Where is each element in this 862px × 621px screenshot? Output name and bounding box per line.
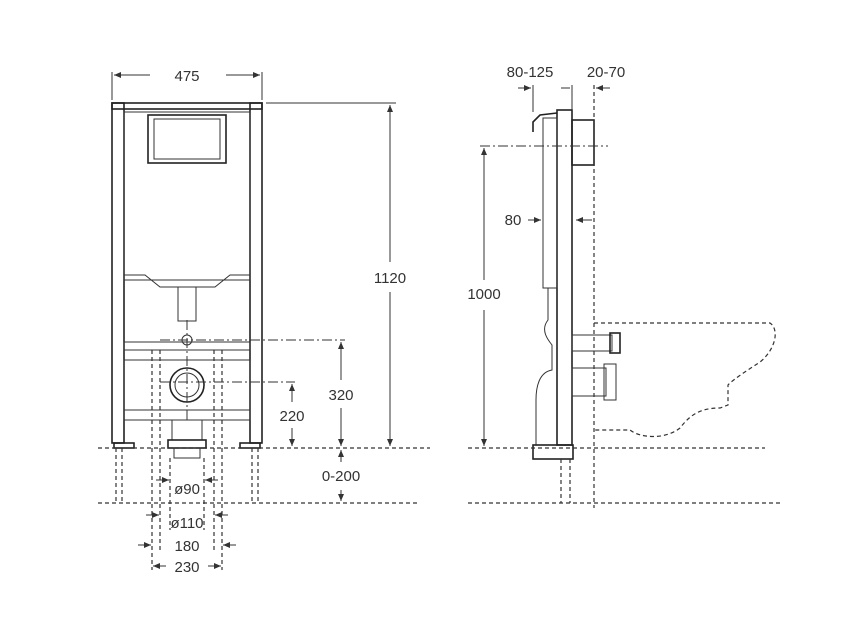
front-view: 475 1120 320 220 0-200 ø90 ø110 180 230: [98, 68, 430, 576]
dim-total-height: 1120: [374, 270, 406, 287]
dim-dia-90: ø90: [174, 481, 200, 498]
dim-width: 475: [174, 68, 199, 85]
side-frame: [532, 109, 621, 460]
dim-spacing-230: 230: [174, 559, 199, 576]
wall-plate: [571, 119, 595, 166]
wc-bowl-outline: [594, 322, 776, 438]
dim-spacing-180: 180: [174, 538, 199, 555]
side-view: 80-125 20-70 1000 80: [467, 64, 780, 508]
dim-frame-depth: 80: [505, 212, 522, 229]
dim-wall-range: 20-70: [587, 64, 625, 81]
dim-outlet-height: 320: [328, 387, 353, 404]
dim-leg-adjust: 0-200: [322, 468, 360, 485]
dim-depth-range: 80-125: [507, 64, 554, 81]
dim-inlet-height: 220: [279, 408, 304, 425]
dim-dia-110: ø110: [170, 515, 203, 532]
dim-side-height: 1000: [467, 286, 500, 303]
flush-plate-opening: [147, 114, 227, 164]
frame: [111, 102, 263, 459]
